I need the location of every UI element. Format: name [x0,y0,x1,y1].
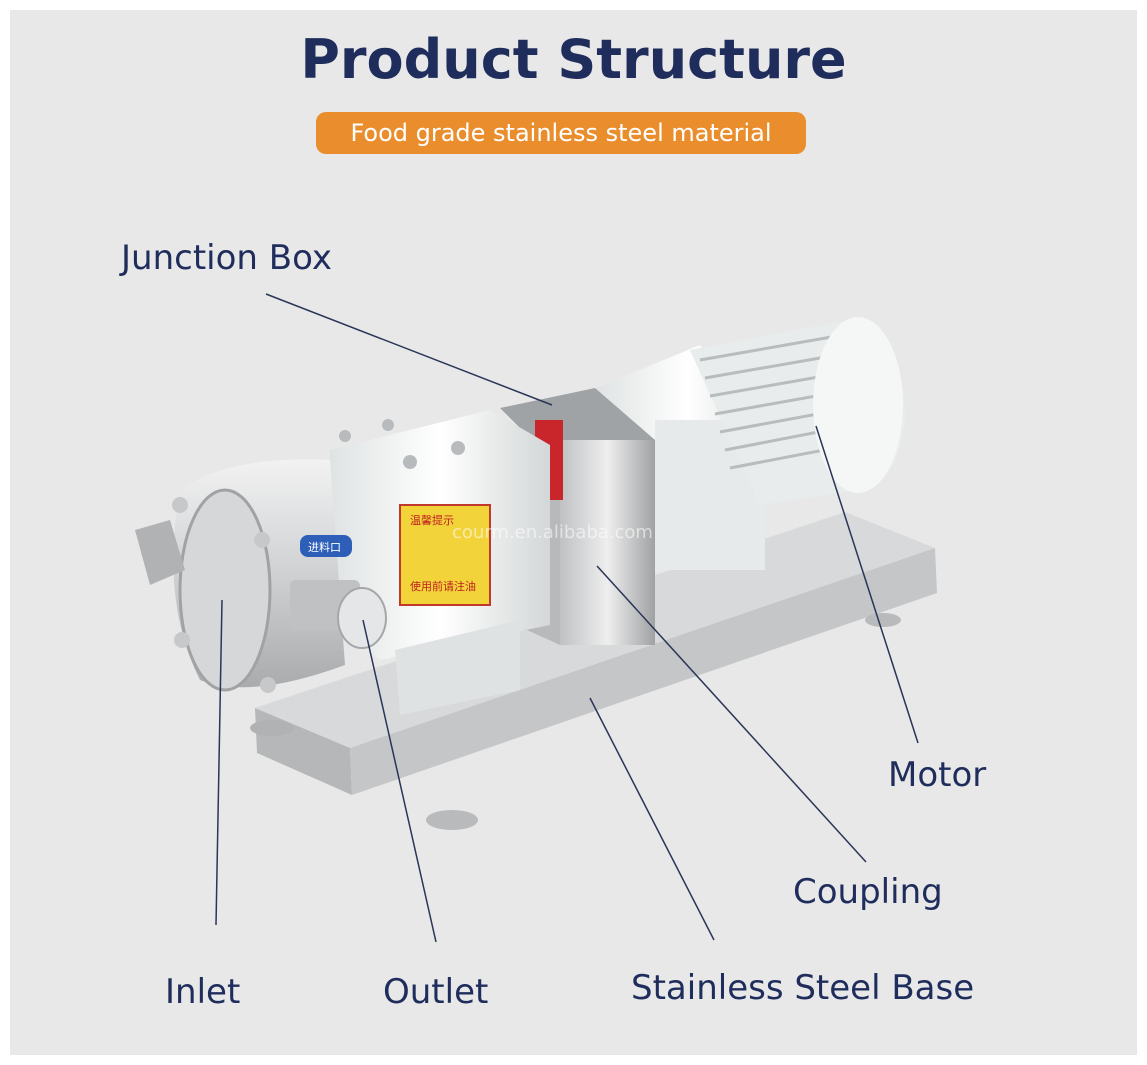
page-title: Product Structure [300,28,847,91]
port-badge [300,535,352,557]
leader-motor [815,425,919,744]
leader-outlet [362,619,437,943]
pump-head [135,459,387,693]
warning-label-title: 温馨提示 [410,514,454,527]
subtitle-badge [316,112,806,154]
label-inlet: Inlet [165,972,241,1012]
leader-inlet [215,599,223,926]
label-stainless-steel-base: Stainless Steel Base [631,968,975,1008]
leader-lines [215,293,919,943]
subtitle-text: Food grade stainless steel material [350,119,772,147]
label-coupling: Coupling [793,872,943,912]
label-outlet: Outlet [383,972,489,1012]
pump-gearbox [330,410,550,715]
leader-junction-box [265,293,553,406]
motor [596,317,905,570]
warning-label-footer: 使用前请注油 [410,580,476,593]
watermark: courm.en.alibaba.com [452,522,653,543]
label-junction-box: Junction Box [121,238,332,278]
leader-coupling [596,565,867,863]
label-motor: Motor [888,755,987,795]
port-badge-text: 进料口 [308,541,341,554]
leader-base [589,697,715,941]
